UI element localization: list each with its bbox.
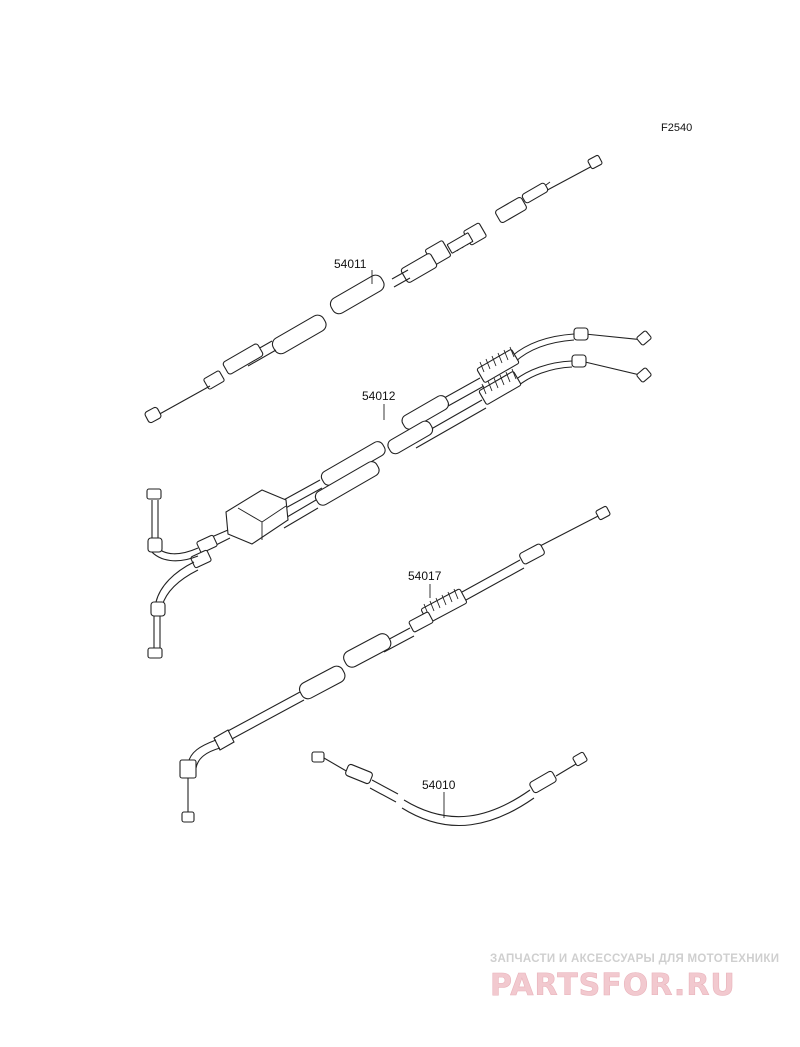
cable-54017[interactable] [179,505,611,823]
cable-54012[interactable] [146,327,652,659]
watermark-tagline: ЗАПЧАСТИ И АКСЕССУАРЫ ДЛЯ МОТОТЕХНИКИ [490,953,779,965]
cable-54011[interactable] [144,154,603,424]
part-label-54017[interactable]: 54017 [408,569,442,583]
watermark-logo: PARTSFOR.RU [490,968,736,1003]
part-label-54010[interactable]: 54010 [422,778,456,792]
cable-54010[interactable] [311,751,588,827]
diagram-reference-code: F2540 [661,122,692,134]
part-label-54011[interactable]: 54011 [334,257,367,271]
part-label-54012[interactable]: 54012 [362,389,396,403]
